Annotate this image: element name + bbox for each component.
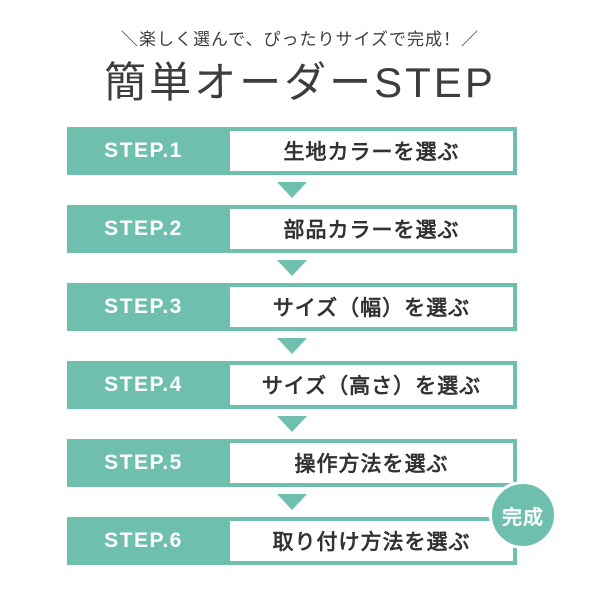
step-description: サイズ（幅）を選ぶ [230, 287, 513, 327]
step-description: 操作方法を選ぶ [230, 443, 513, 483]
completion-badge-label: 完成 [502, 506, 544, 529]
step-number-label: STEP.4 [104, 373, 183, 396]
step-description: 生地カラーを選ぶ [230, 131, 513, 171]
step-number-label: STEP.2 [104, 217, 183, 240]
step-row-3: STEP.3 サイズ（幅）を選ぶ [67, 283, 517, 331]
step-description: 部品カラーを選ぶ [230, 209, 513, 249]
step-description: サイズ（高さ）を選ぶ [230, 365, 513, 405]
arrow-down-icon [277, 494, 307, 510]
steps-flow: STEP.1 生地カラーを選ぶ STEP.2 部品カラーを選ぶ STEP.3 サ… [67, 127, 517, 565]
step-row-5: STEP.5 操作方法を選ぶ [67, 439, 517, 487]
step-number-label: STEP.3 [104, 295, 183, 318]
arrow-down-icon [277, 416, 307, 432]
page-title: 簡単オーダーSTEP [104, 59, 496, 106]
tagline: ＼楽しく選んで、ぴったりサイズで完成！／ [121, 30, 479, 49]
arrow-down-icon [277, 338, 307, 354]
completion-badge: 完成 [489, 481, 557, 549]
step-number-label: STEP.5 [104, 451, 183, 474]
arrow-down-icon [277, 182, 307, 198]
step-number-label: STEP.1 [104, 139, 183, 162]
step-description: 取り付け方法を選ぶ [230, 521, 513, 561]
arrow-down-icon [277, 260, 307, 276]
step-number-label: STEP.6 [104, 529, 183, 552]
step-row-6: STEP.6 取り付け方法を選ぶ [67, 517, 517, 565]
step-row-4: STEP.4 サイズ（高さ）を選ぶ [67, 361, 517, 409]
step-row-1: STEP.1 生地カラーを選ぶ [67, 127, 517, 175]
step-row-2: STEP.2 部品カラーを選ぶ [67, 205, 517, 253]
